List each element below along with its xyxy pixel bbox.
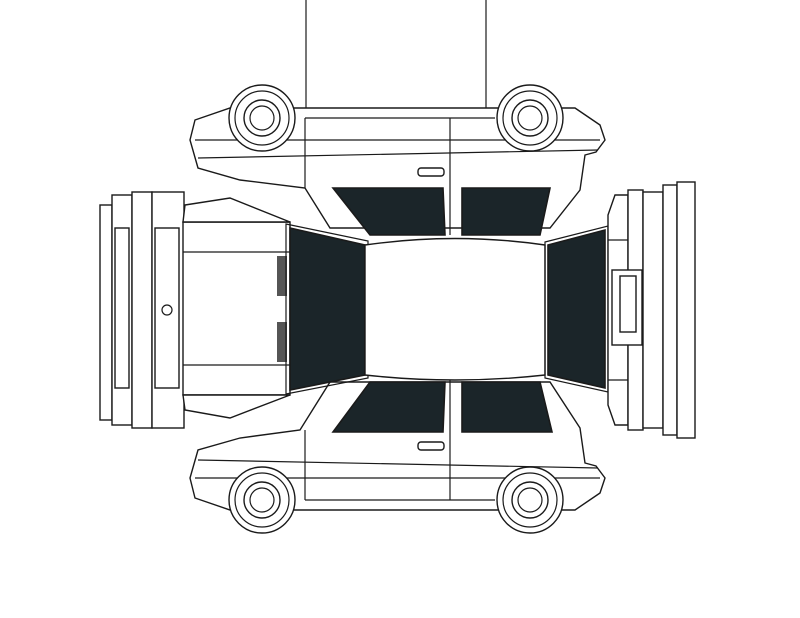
side-view-top[interactable] xyxy=(189,84,606,236)
rear-window[interactable] xyxy=(547,228,606,390)
vent-icon xyxy=(277,256,287,296)
door-handle-icon xyxy=(417,441,445,451)
hood[interactable] xyxy=(182,197,291,419)
license-plate xyxy=(619,275,637,333)
wheel-icon xyxy=(496,84,564,152)
windshield[interactable] xyxy=(289,226,366,391)
grille xyxy=(154,227,180,389)
window-front-bottom xyxy=(331,381,446,433)
window-front-top xyxy=(331,187,446,236)
window-rear-bottom xyxy=(461,381,554,433)
door-handle-icon xyxy=(417,167,445,177)
wheel-icon xyxy=(228,84,296,152)
rear-view[interactable] xyxy=(607,181,696,439)
window-rear-top xyxy=(461,187,551,236)
wheel-icon xyxy=(496,466,564,534)
side-view-bottom[interactable] xyxy=(189,375,606,534)
front-view[interactable] xyxy=(99,191,185,429)
roof[interactable] xyxy=(364,237,546,381)
wheel-icon xyxy=(228,466,296,534)
top-lines xyxy=(305,0,487,108)
logo-icon xyxy=(161,304,173,316)
vent-icon xyxy=(277,322,287,362)
